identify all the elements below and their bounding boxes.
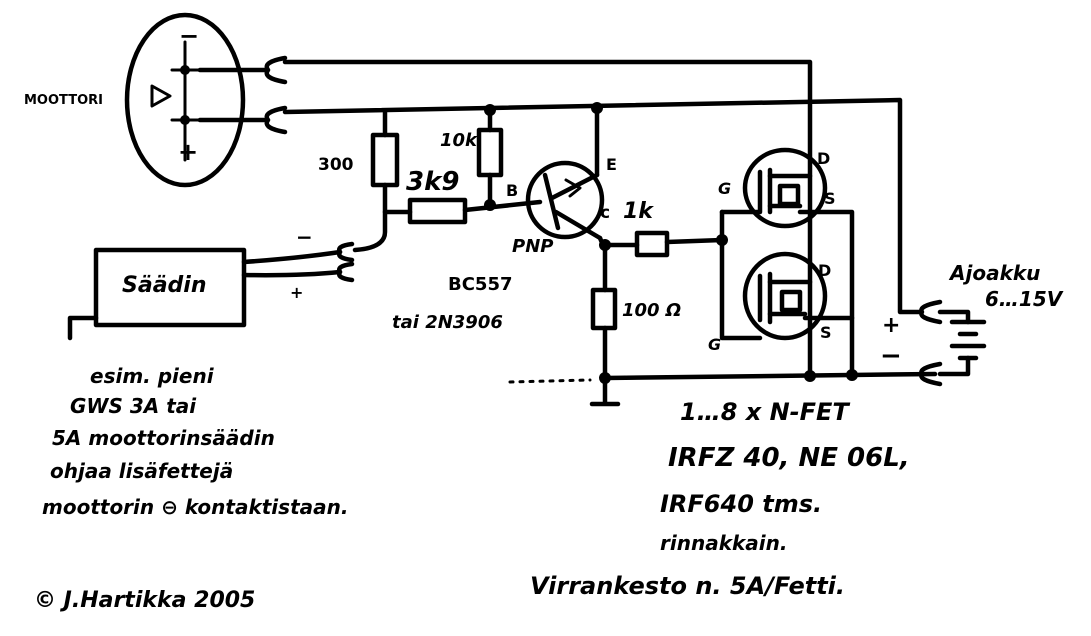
- battery-connector-minus: [919, 361, 943, 387]
- resistor-300-label: 300: [318, 155, 354, 175]
- fet-upper-body: [742, 147, 828, 229]
- transistor-arrow: [564, 178, 582, 198]
- motor-connector-bottom: [264, 105, 288, 135]
- motor-label: MOOTTORI: [24, 93, 103, 108]
- copyright-label: © J.Hartikka 2005: [34, 588, 255, 613]
- wire-gate-bus: [719, 209, 763, 341]
- resistor-1k: [634, 230, 670, 258]
- junction-node: [484, 104, 496, 116]
- resistor-3k9: [407, 197, 468, 225]
- wire-controller-plus: [241, 269, 343, 278]
- right-note: 1…8 x N-FET IRFZ 40, NE 06L, IRF640 tms.…: [530, 398, 910, 600]
- controller-label: Säädin: [122, 273, 207, 298]
- right-note-line: 1…8 x N-FET: [680, 398, 850, 426]
- transistor-type-label: PNP: [512, 236, 553, 257]
- wire-r300-to-controller: [352, 182, 388, 253]
- battery-minus-sign: −: [880, 341, 902, 371]
- controller-box: [93, 247, 247, 328]
- motor-capacitor-symbol: [150, 84, 172, 108]
- battery-connector-plus: [919, 299, 943, 325]
- right-note-line: IRFZ 40, NE 06L,: [668, 443, 910, 473]
- motor-plus-sign: +: [178, 138, 198, 166]
- controller-antenna: [67, 315, 99, 341]
- controller-connector-minus: [337, 241, 355, 263]
- resistor-100-ohm-label: 100 Ω: [622, 300, 681, 321]
- resistor-10k-label: 10k: [440, 130, 478, 151]
- pnp-transistor: [525, 160, 605, 241]
- left-note: esim. pieni GWS 3A tai 5A moottorinsäädi…: [42, 364, 348, 519]
- fet-lower-source-label: S: [820, 323, 832, 342]
- fet-lower-body: [742, 251, 828, 341]
- battery-minus-lead: [937, 355, 971, 377]
- left-note-line: GWS 3A tai: [70, 394, 197, 418]
- n-fet-lower: [742, 251, 828, 341]
- wire-controller-minus: [241, 249, 343, 265]
- resistor-100-ohm: [590, 287, 618, 331]
- motor: [124, 12, 246, 188]
- battery-label: Ajoakku: [948, 261, 1040, 285]
- right-note-line: rinnakkain.: [660, 531, 787, 555]
- resistor-10k: [476, 127, 504, 178]
- fet-upper-diode: [777, 183, 801, 207]
- left-note-line: 5A moottorinsäädin: [52, 426, 275, 450]
- motor-minus-sign: −: [179, 22, 199, 50]
- fet-lower-drain-label: D: [818, 261, 831, 280]
- right-note-line: Virrankesto n. 5A/Fetti.: [530, 572, 845, 600]
- fet-lower-gate-label: G: [708, 335, 721, 354]
- motor-body: [124, 12, 246, 188]
- resistor-3k9-label: 3k9: [406, 167, 459, 197]
- transistor-part-label: BC557: [448, 274, 513, 295]
- base-pin-label: B: [506, 181, 518, 200]
- transistor-body: [525, 160, 605, 240]
- battery-plus-lead: [937, 309, 971, 325]
- n-fet-upper: [742, 147, 828, 229]
- wire-r1k-to-gate: [664, 237, 725, 245]
- controller-connector-plus: [337, 261, 355, 283]
- controller-plus-sign: +: [290, 283, 303, 302]
- battery-voltage-label: 6…15V: [985, 287, 1064, 311]
- fet-upper-drain-label: D: [817, 149, 830, 168]
- fet-upper-source-label: S: [824, 189, 836, 208]
- motor-terminal-node: [180, 115, 190, 125]
- battery-plus-sign: +: [882, 313, 900, 338]
- junction-node: [591, 102, 603, 114]
- wire-source-bus: [797, 209, 855, 378]
- resistor-300: [370, 132, 400, 188]
- ground-rail-dashed: [508, 378, 592, 384]
- ground-rail: [602, 371, 938, 381]
- fet-upper-gate-label: G: [718, 179, 731, 198]
- transistor-base-bar: [542, 172, 561, 231]
- motor-terminal-node: [180, 65, 190, 75]
- resistor-1k-label: 1k: [623, 199, 654, 224]
- transistor-alt-label: tai 2N3906: [392, 312, 503, 333]
- collector-pin-label: c: [600, 203, 610, 223]
- controller-minus-sign: −: [296, 225, 313, 249]
- motor-connector-top: [264, 55, 288, 85]
- left-note-line: moottorin ⊖ kontaktistaan.: [42, 495, 348, 519]
- emitter-pin-label: E: [606, 155, 617, 174]
- junction-node: [804, 370, 816, 382]
- right-note-line: IRF640 tms.: [660, 490, 822, 518]
- transistor-collector-leg: [553, 209, 603, 241]
- wire-motor-minus-to-drain: [282, 59, 813, 381]
- fet-lower-diode: [779, 289, 803, 313]
- left-note-line: ohjaa lisäfettejä: [50, 459, 233, 483]
- left-note-line: esim. pieni: [90, 364, 215, 388]
